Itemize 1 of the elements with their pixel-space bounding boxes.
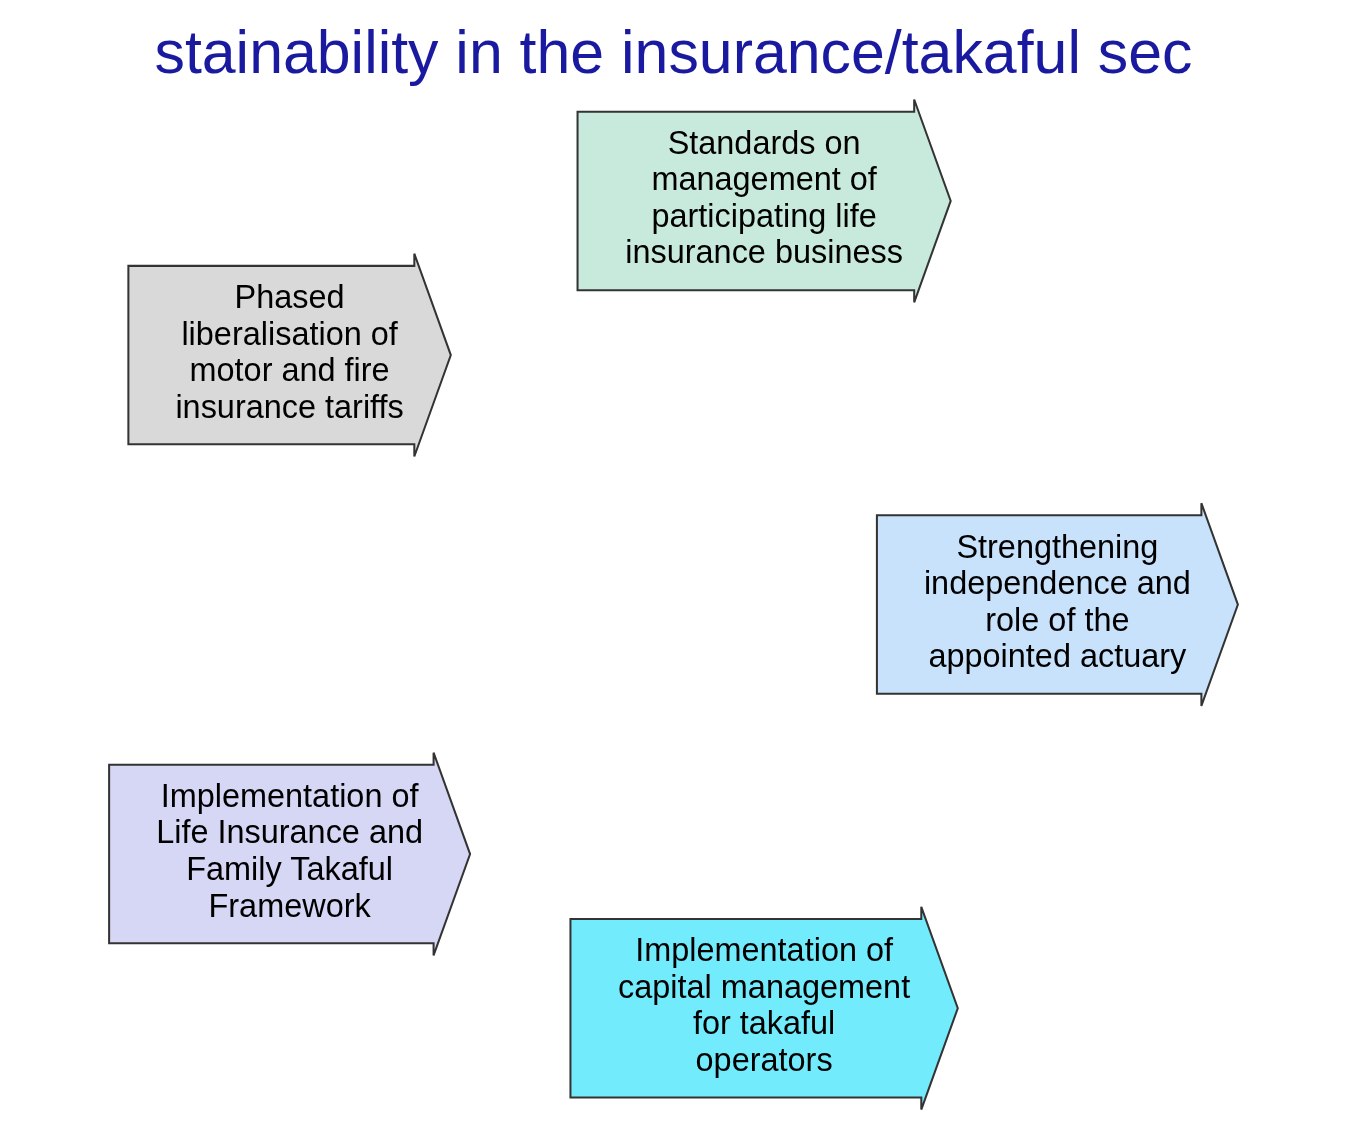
diagram-title: stainability in the insurance/takaful sec (154, 18, 1193, 87)
